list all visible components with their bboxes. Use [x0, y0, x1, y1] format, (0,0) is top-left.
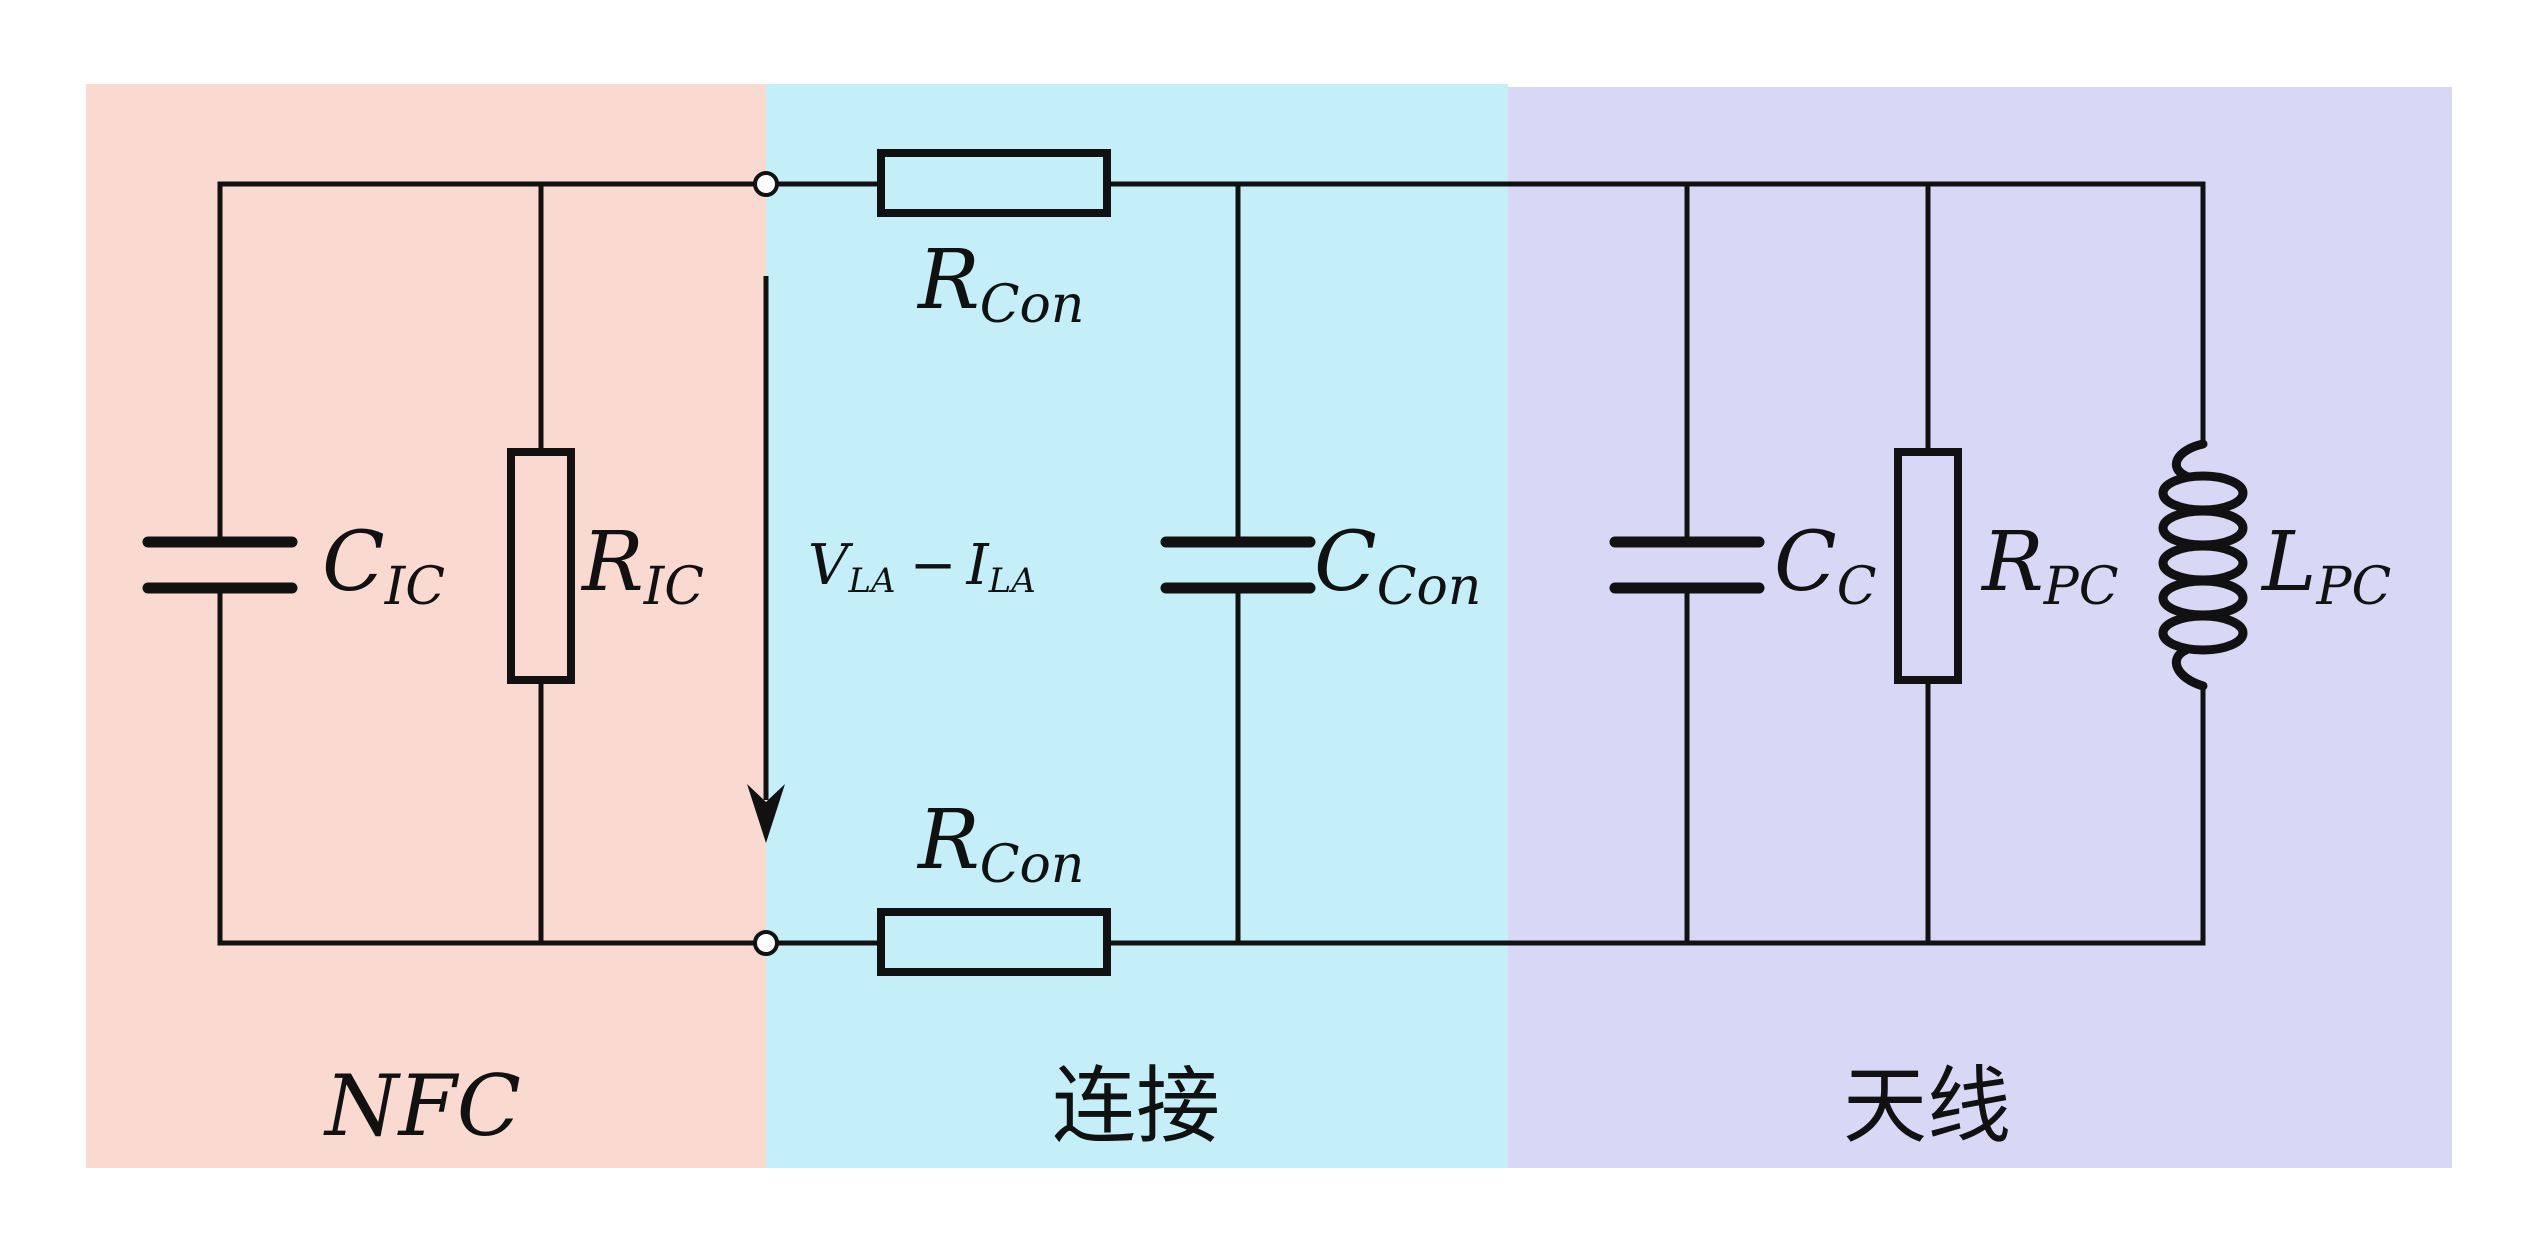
label-voltage-current: VLA−ILA — [808, 533, 1036, 601]
nfc-region — [86, 84, 766, 1168]
antenna-region — [1508, 87, 2452, 1168]
label-r-ic: RIC — [580, 515, 704, 617]
region-label-nfc: NFC — [323, 1057, 521, 1155]
inductor-l-pc — [2158, 439, 2248, 691]
capacitor-c-ic — [142, 536, 298, 594]
label-l-pc: LPC — [2260, 515, 2391, 617]
label-c-con: CCon — [1314, 515, 1481, 617]
connection-region — [766, 84, 1508, 1168]
wires — [217, 181, 2206, 946]
label-r-pc: RPC — [1980, 515, 2119, 617]
terminal-top — [753, 171, 779, 197]
label-r-con-top: RCon — [916, 233, 1084, 335]
region-label-antenna: 天线 — [1843, 1057, 2011, 1155]
terminal-bottom — [753, 930, 779, 956]
label-c-ic: CIC — [322, 515, 445, 617]
label-c-c: CC — [1774, 515, 1877, 617]
label-r-con-bottom: RCon — [916, 793, 1084, 895]
resistor-r-con-top — [877, 149, 1111, 217]
resistor-r-con-bottom — [877, 908, 1111, 976]
capacitor-c-con — [1160, 536, 1316, 594]
resistor-r-pc — [1894, 448, 1962, 684]
capacitor-c-c — [1609, 536, 1765, 594]
resistor-r-ic — [507, 448, 575, 684]
voltage-arrow — [747, 276, 785, 843]
region-label-connection: 连接 — [1052, 1057, 1220, 1155]
